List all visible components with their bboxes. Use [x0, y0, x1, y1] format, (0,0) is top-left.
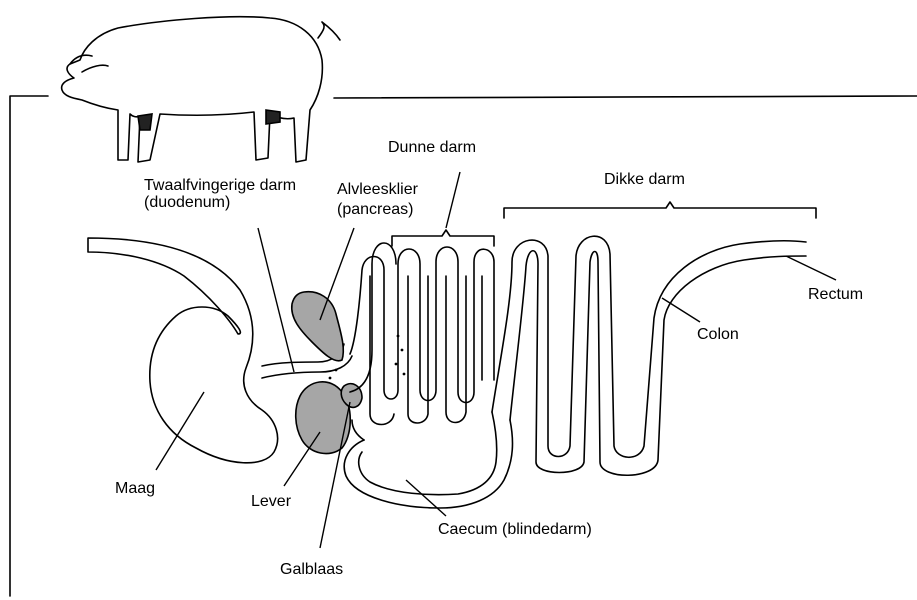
colon-tube	[492, 236, 806, 475]
leader-rectum	[786, 256, 836, 280]
small-intestine-brace	[392, 230, 494, 246]
small-intestine-loops	[350, 243, 494, 425]
label-duodenum-line2: (duodenum)	[144, 193, 230, 212]
label-liver: Lever	[251, 492, 291, 511]
label-pancreas-line1: Alvleesklier	[337, 180, 418, 199]
large-intestine-brace	[504, 202, 816, 218]
leader-pancreas	[320, 228, 354, 320]
leader-caecum	[406, 480, 446, 516]
label-caecum: Caecum (blindedarm)	[438, 520, 592, 539]
leader-colon	[662, 298, 700, 322]
leader-small-intestine	[446, 172, 460, 228]
pig-icon	[62, 17, 340, 162]
label-small-intestine: Dunne darm	[388, 138, 476, 157]
label-pancreas-line2: (pancreas)	[337, 200, 413, 219]
stomach-organ	[88, 238, 278, 463]
label-large-intestine: Dikke darm	[604, 170, 685, 189]
pancreas-organ	[292, 292, 344, 361]
label-gallbladder: Galblaas	[280, 560, 343, 579]
label-colon: Colon	[697, 325, 739, 344]
label-rectum: Rectum	[808, 285, 863, 304]
leader-duodenum	[258, 228, 294, 372]
caecum-organ	[344, 412, 512, 508]
label-stomach: Maag	[115, 479, 155, 498]
